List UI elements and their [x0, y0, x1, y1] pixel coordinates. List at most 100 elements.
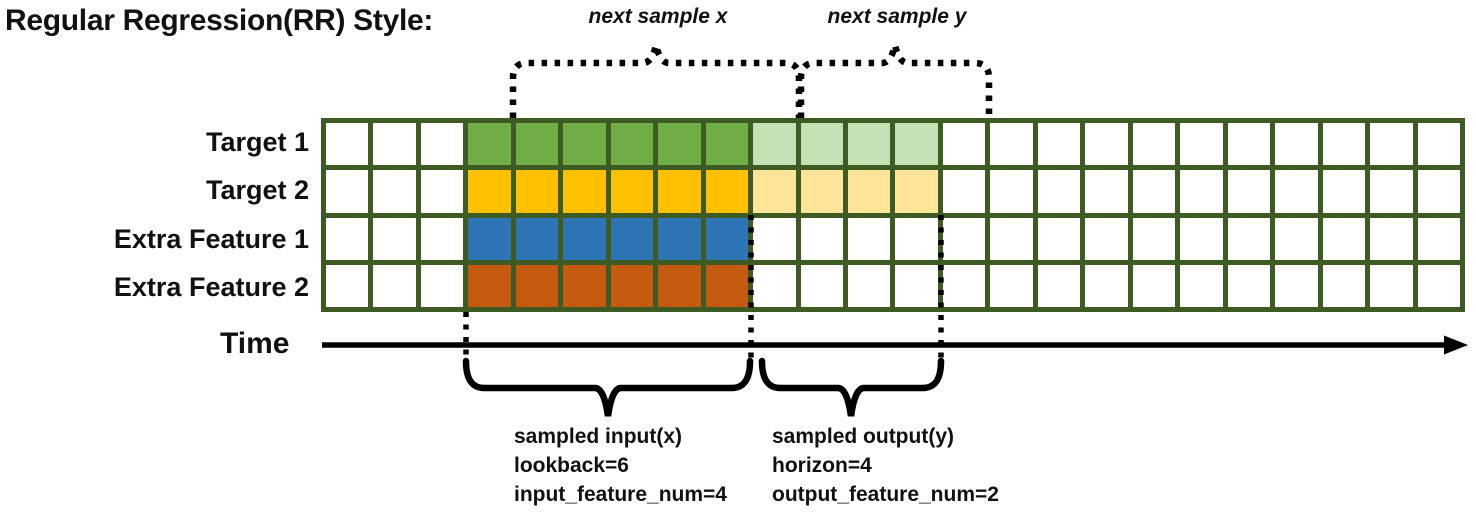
caption-line: output_feature_num=2 — [772, 483, 999, 506]
grid-cell — [326, 170, 369, 213]
caption-line: lookback=6 — [514, 454, 629, 477]
grid-cell — [373, 170, 416, 213]
grid-cell — [1370, 170, 1413, 213]
grid-cell — [1132, 217, 1176, 260]
grid-cell — [1275, 123, 1318, 166]
grid-cell — [1322, 264, 1366, 307]
grid-cell — [942, 264, 986, 307]
grid-cell — [658, 264, 701, 307]
grid-cell — [610, 217, 654, 260]
time-axis-label: Time — [220, 327, 290, 360]
grid-cell — [1037, 123, 1081, 166]
grid-cell — [705, 123, 749, 166]
grid-cell — [753, 217, 796, 260]
grid-cell — [895, 217, 938, 260]
grid-cell — [942, 170, 986, 213]
grid-cell — [420, 170, 464, 213]
grid-cell — [895, 170, 938, 213]
grid-cell — [468, 217, 511, 260]
next-sample-x-brace — [509, 44, 803, 118]
grid-cell — [1370, 123, 1413, 166]
grid-cell — [800, 264, 844, 307]
grid-cell — [1275, 264, 1318, 307]
grid-cell — [1037, 217, 1081, 260]
grid-cell — [753, 170, 796, 213]
grid-cell — [1180, 217, 1223, 260]
grid-cell — [373, 217, 416, 260]
grid-cell — [1417, 264, 1460, 307]
grid-cell — [1132, 170, 1176, 213]
grid-cell — [420, 217, 464, 260]
grid-cell — [990, 123, 1033, 166]
grid-cell — [1085, 217, 1128, 260]
grid-cell — [515, 217, 559, 260]
grid-cell — [610, 170, 654, 213]
grid-cell — [468, 264, 511, 307]
grid-cell — [1322, 217, 1366, 260]
grid-cell — [563, 264, 606, 307]
grid-cell — [468, 123, 511, 166]
sampled-input-brace — [462, 357, 754, 417]
grid-cell — [1085, 264, 1128, 307]
grid-cell — [1085, 123, 1128, 166]
grid-cell — [373, 264, 416, 307]
page-title: Regular Regression(RR) Style: — [5, 4, 434, 37]
grid-cell — [1180, 264, 1223, 307]
grid-cell — [990, 217, 1033, 260]
grid-cell — [705, 217, 749, 260]
row-label: Target 2 — [205, 175, 309, 206]
grid-cell — [1227, 217, 1271, 260]
grid-cell — [658, 217, 701, 260]
grid-cell — [420, 123, 464, 166]
time-axis-arrowhead — [1444, 335, 1468, 355]
grid-cell — [848, 123, 891, 166]
grid-cell — [990, 264, 1033, 307]
grid-cell — [848, 217, 891, 260]
grid-cell — [1417, 217, 1460, 260]
grid-cell — [1227, 264, 1271, 307]
grid-cell — [420, 264, 464, 307]
grid-cell — [1417, 170, 1460, 213]
grid-cell — [848, 170, 891, 213]
grid-cell — [1322, 123, 1366, 166]
grid-cell — [800, 170, 844, 213]
sampled-output-brace — [758, 357, 945, 417]
grid-cell — [1417, 123, 1460, 166]
grid-cell — [1132, 264, 1176, 307]
grid-cell — [990, 170, 1033, 213]
grid-cell — [326, 217, 369, 260]
grid-cell — [1180, 123, 1223, 166]
caption-line: sampled output(y) — [772, 425, 954, 448]
grid-cell — [1275, 170, 1318, 213]
grid-cell — [563, 170, 606, 213]
grid-cell — [658, 170, 701, 213]
grid-cell — [942, 123, 986, 166]
grid-cell — [1322, 170, 1366, 213]
next-sample-y-label: next sample y — [827, 5, 967, 28]
grid-cell — [705, 264, 749, 307]
grid-cell — [468, 170, 511, 213]
grid-cell — [848, 264, 891, 307]
grid-cell — [1132, 123, 1176, 166]
grid-cell — [1227, 123, 1271, 166]
grid-cell — [705, 170, 749, 213]
grid-cell — [326, 264, 369, 307]
grid-cell — [658, 123, 701, 166]
time-series-grid — [321, 118, 1465, 312]
grid-cell — [515, 264, 559, 307]
grid-cell — [895, 264, 938, 307]
grid-cell — [1085, 170, 1128, 213]
grid-cell — [563, 217, 606, 260]
next-sample-y-brace — [797, 44, 993, 118]
grid-cell — [753, 123, 796, 166]
caption-line: horizon=4 — [772, 454, 872, 477]
grid-cell — [753, 264, 796, 307]
grid-cell — [1180, 170, 1223, 213]
row-label: Extra Feature 1 — [113, 223, 309, 254]
grid-cell — [515, 170, 559, 213]
sampled-output-caption: sampled output(y) horizon=4 output_feature… — [772, 422, 999, 509]
grid-cell — [1037, 264, 1081, 307]
grid-cell — [800, 123, 844, 166]
